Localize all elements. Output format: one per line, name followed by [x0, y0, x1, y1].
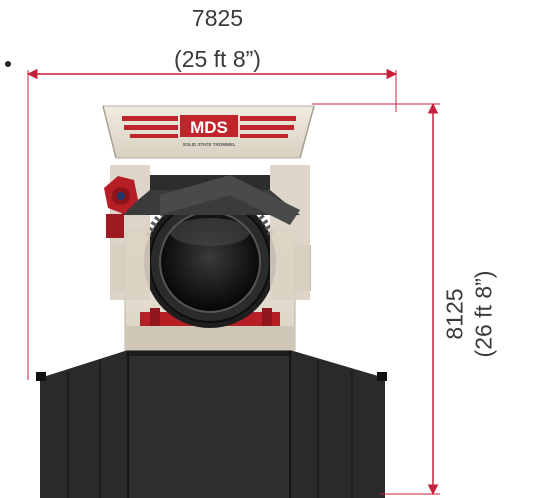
height-dimension-ft: (26 ft 8”)	[470, 270, 496, 358]
height-dimension-mm: 8125	[441, 288, 468, 340]
logo-tagline: SOLID STATE TROMMEL	[182, 142, 235, 147]
width-dimension-mm: 7825	[191, 5, 244, 31]
hopper-structure	[110, 165, 310, 300]
feed-hopper: MDS SOLID STATE TROMMEL	[102, 105, 315, 159]
width-dimension-ft: (25 ft 8”)	[174, 46, 261, 72]
base-frame	[36, 350, 387, 498]
width-dimension-line	[26, 68, 398, 380]
logo-text: MDS	[190, 118, 228, 137]
edge-mark	[5, 61, 11, 67]
height-dimension-line	[312, 102, 440, 496]
height-dimension-label: 8125 (26 ft 8”)	[439, 264, 499, 364]
drive-motor	[104, 176, 138, 238]
